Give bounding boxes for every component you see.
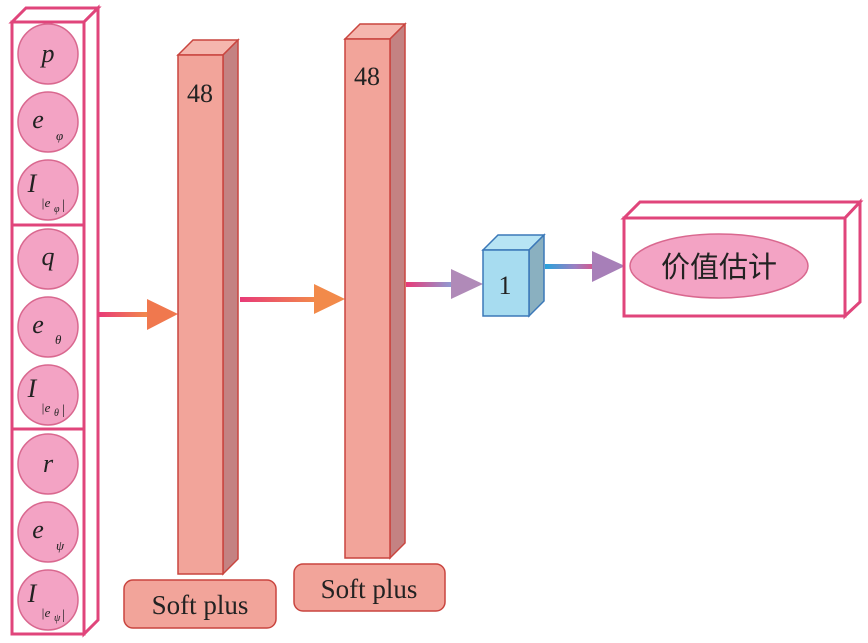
input-node-label: I bbox=[27, 374, 38, 403]
input-node bbox=[17, 91, 79, 153]
input-node bbox=[17, 23, 79, 85]
arrow-shaft bbox=[545, 264, 595, 269]
input-node-subscript: |e bbox=[41, 400, 51, 415]
input-node bbox=[17, 501, 79, 563]
arrow-hidden1-to-hidden2 bbox=[240, 284, 345, 314]
activation-box-2: Soft plus bbox=[293, 563, 446, 612]
input-node-subscript: φ bbox=[54, 204, 60, 215]
cube-front-face bbox=[482, 249, 530, 317]
arrow-output-to-result bbox=[545, 251, 625, 282]
input-node-label: p bbox=[40, 39, 55, 68]
input-node-label: q bbox=[42, 242, 55, 271]
result-ellipse bbox=[629, 233, 809, 299]
arrow-shaft bbox=[406, 282, 454, 287]
input-node-label: I bbox=[27, 579, 38, 608]
value-estimate-label: 价值估计 bbox=[661, 250, 777, 284]
input-node bbox=[17, 433, 79, 495]
arrow-shaft bbox=[98, 312, 148, 317]
arrow-head bbox=[314, 284, 345, 314]
activation-label: Soft plus bbox=[321, 574, 418, 604]
input-node-subscript: φ bbox=[56, 128, 63, 143]
input-layer: p e φ I |e φ | q e θ I |e θ | r bbox=[8, 4, 102, 638]
activation-label: Soft plus bbox=[152, 590, 249, 620]
input-node-subscript: ψ bbox=[56, 538, 65, 553]
input-node-label: e bbox=[32, 105, 44, 134]
value-estimate-box: 价值估计 bbox=[620, 198, 864, 320]
input-group-pitch: q e θ I |e θ | bbox=[17, 228, 79, 426]
input-node bbox=[17, 228, 79, 290]
input-node-subscript: θ bbox=[54, 408, 59, 419]
input-node-subscript: | bbox=[62, 403, 65, 418]
input-node bbox=[17, 364, 79, 426]
input-group-yaw: r e ψ I |e ψ | bbox=[17, 433, 79, 631]
layer-side-face bbox=[389, 22, 406, 560]
arrow-input-to-hidden1 bbox=[98, 299, 178, 330]
input-group-roll: p e φ I |e φ | bbox=[17, 23, 79, 221]
input-node-label: e bbox=[32, 515, 44, 544]
layer-units-label: 48 bbox=[187, 79, 213, 108]
activation-box-bg bbox=[123, 579, 277, 629]
arrow-hidden2-to-output bbox=[406, 269, 483, 299]
input-node bbox=[17, 296, 79, 358]
arrow-head bbox=[147, 299, 178, 330]
output-units-label: 1 bbox=[499, 271, 512, 300]
input-node bbox=[17, 569, 79, 631]
arrow-head bbox=[451, 269, 483, 299]
input-node-label: r bbox=[43, 449, 54, 478]
layer-front-face bbox=[344, 38, 391, 559]
input-node-subscript: |e bbox=[41, 195, 51, 210]
cube-side-face bbox=[528, 233, 545, 318]
layer-front-face bbox=[177, 54, 224, 575]
input-node-subscript: θ bbox=[55, 332, 62, 347]
layer-side-face bbox=[222, 38, 239, 576]
input-node-subscript: |e bbox=[41, 605, 51, 620]
activation-box-bg bbox=[293, 563, 446, 612]
hidden-layer-1: 48 bbox=[176, 38, 240, 576]
result-frame-top bbox=[620, 200, 864, 220]
hidden-layer-2: 48 bbox=[343, 22, 407, 560]
layer-units-label: 48 bbox=[354, 62, 380, 91]
input-frame-side bbox=[82, 4, 100, 638]
arrow-shaft bbox=[240, 297, 316, 302]
result-frame-side bbox=[843, 198, 862, 320]
input-node-label: e bbox=[32, 310, 44, 339]
input-node-label: I bbox=[27, 169, 38, 198]
input-node bbox=[17, 159, 79, 221]
input-node-subscript: | bbox=[62, 198, 65, 213]
output-layer: 1 bbox=[481, 233, 546, 318]
input-node-subscript: | bbox=[62, 608, 65, 623]
arrow-head bbox=[592, 251, 625, 282]
activation-box-1: Soft plus bbox=[123, 579, 277, 629]
input-node-subscript: ψ bbox=[54, 613, 61, 624]
